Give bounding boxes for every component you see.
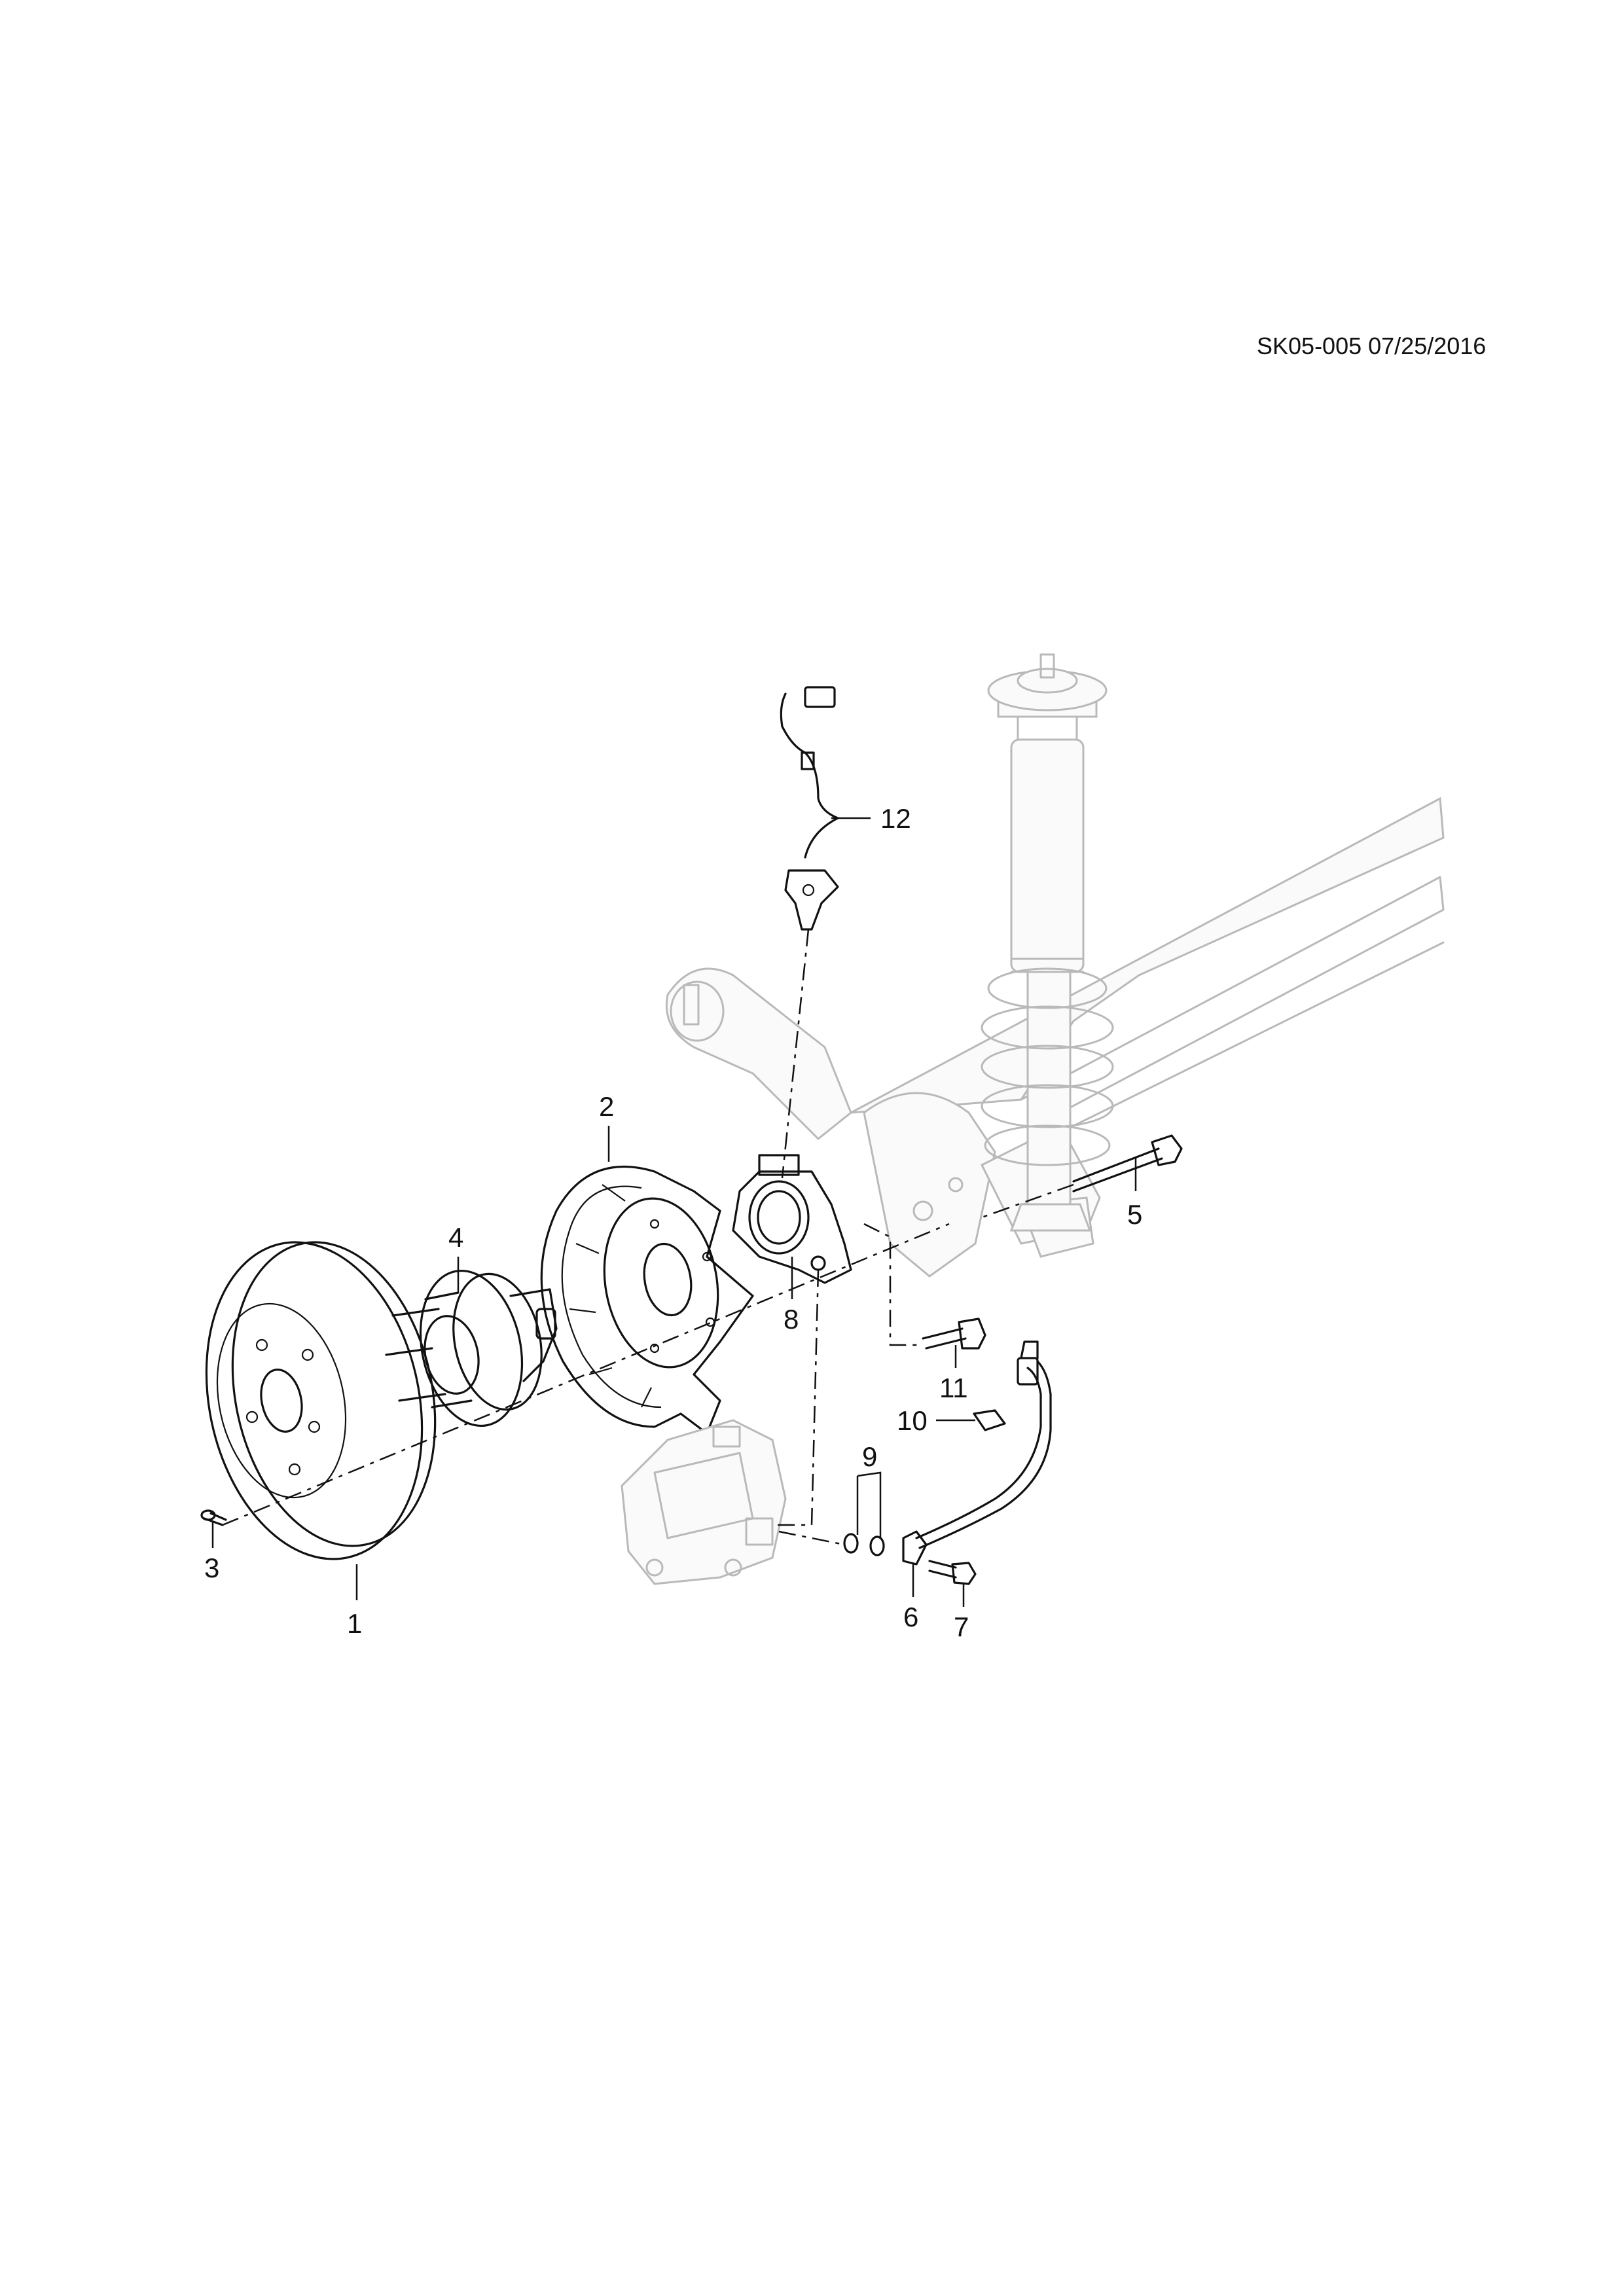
part-5-strut-bolt[interactable]	[1072, 1134, 1183, 1193]
part-9-washers[interactable]	[843, 1533, 885, 1556]
assembly-lines	[222, 929, 1074, 1546]
part-10-hose-clip[interactable]	[973, 1409, 1006, 1431]
callout-11[interactable]: 11	[939, 1372, 968, 1403]
callout-6[interactable]: 6	[903, 1602, 918, 1632]
part-4-wheel-hub[interactable]	[385, 1261, 558, 1435]
callout-2[interactable]: 2	[599, 1091, 614, 1122]
brake-caliper[interactable]	[621, 1419, 787, 1585]
part-2-brake-backing-plate[interactable]	[540, 1166, 754, 1435]
callout-9[interactable]: 9	[862, 1441, 877, 1472]
part-8-knuckle[interactable]	[732, 1154, 852, 1284]
callout-8[interactable]: 8	[784, 1304, 799, 1335]
callout-7[interactable]: 7	[954, 1611, 969, 1642]
brake-hose[interactable]	[915, 1340, 1052, 1549]
callout-leaders	[211, 817, 1137, 1607]
callout-5[interactable]: 5	[1127, 1199, 1142, 1230]
callout-1[interactable]: 1	[347, 1608, 362, 1639]
callout-4[interactable]: 4	[448, 1222, 463, 1253]
callout-12[interactable]: 12	[880, 803, 911, 834]
callout-3[interactable]: 3	[204, 1552, 219, 1583]
part-3-disc-screw[interactable]	[200, 1509, 227, 1526]
part-11-knuckle-bolt[interactable]	[922, 1318, 986, 1350]
diagram-page-code: SK05-005 07/25/2016	[1257, 332, 1487, 359]
coil-spring	[981, 967, 1114, 1166]
callout-10[interactable]: 10	[897, 1405, 928, 1436]
callout-labels: 1 2 3 4 5 6 7 8 9 10 11 12	[204, 803, 1142, 1642]
rear-axle-background	[665, 653, 1445, 1278]
part-6-hose-fitting[interactable]	[902, 1530, 928, 1566]
part-7-banjo-bolt[interactable]	[928, 1560, 977, 1585]
part-12-abs-sensor[interactable]	[780, 686, 839, 931]
part-1-brake-disc[interactable]	[179, 1222, 462, 1579]
